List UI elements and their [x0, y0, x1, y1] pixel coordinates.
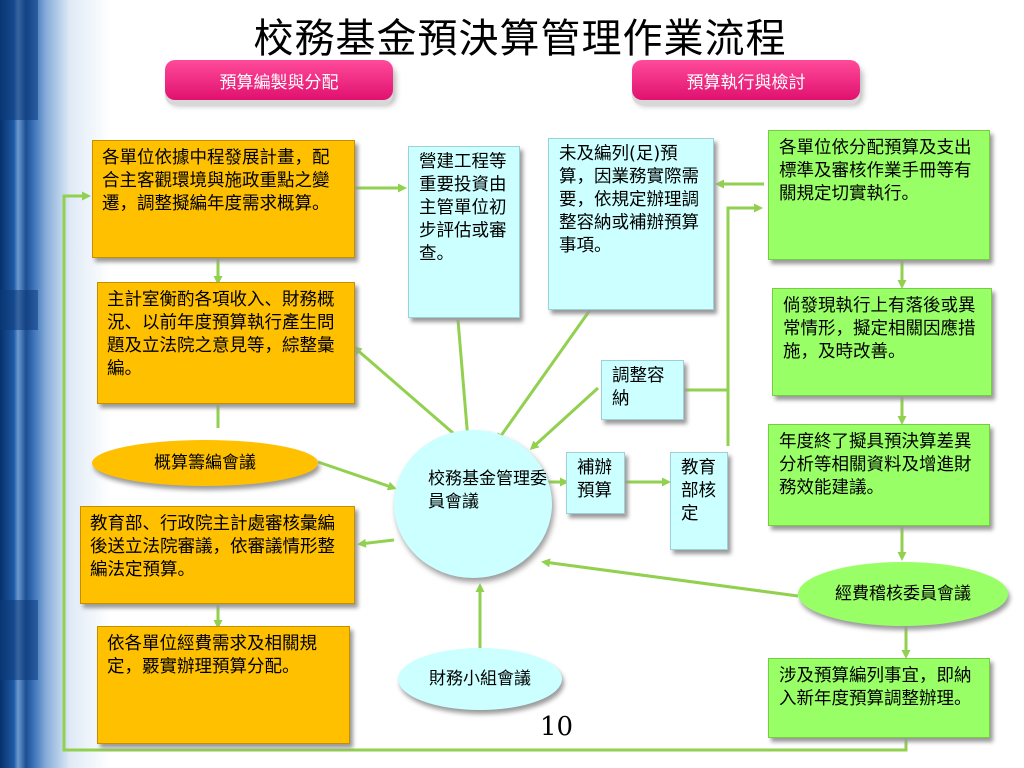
arrow-circle-to-left2 [352, 346, 469, 448]
arrow-meeting-to-circle [317, 460, 397, 491]
step-accounting-compile: 主計室衡酌各項收入、財務概況、以前年度預算執行產生問題及立法院之意見等，綜整彙編… [97, 282, 355, 404]
step-corrective-measures: 倘發現執行上有落後或異常情形，擬定相關因應措施，及時改善。 [772, 288, 992, 396]
header-budget-execution: 預算執行與檢討 [632, 60, 860, 100]
step-moe-approval: 教育部核定 [670, 452, 728, 550]
step-new-year-adjustment: 涉及預算編列事宜，即納入新年度預算調整辦理。 [768, 658, 990, 738]
meeting-budget-planning: 概算籌編會議 [92, 440, 318, 486]
arrow-unbudgeted-to-circle [496, 309, 592, 443]
meeting-audit-committee: 經費稽核委員會議 [798, 562, 1008, 626]
step-review-legislature: 教育部、行政院主計處審核彙編後送立法院審議，依審議情形整編法定預算。 [80, 506, 355, 604]
step-unbudgeted-items: 未及編列(足)預算，因業務實際需要，依規定辦理調整容納或補辦預算事項。 [548, 138, 714, 310]
step-year-end-analysis: 年度終了擬具預決算差異分析等相關資料及增進財務效能建議。 [768, 424, 990, 526]
meeting-finance-group: 財務小組會議 [398, 648, 562, 710]
arrow-audit-to-circle [541, 558, 799, 598]
arrow-construction-to-circle [456, 319, 472, 443]
arrow-adjust-to-circle [529, 386, 600, 451]
page-number: 10 [540, 712, 574, 742]
step-adjust-accommodate: 調整容納 [601, 360, 684, 420]
step-supplement-budget: 補辦預算 [566, 452, 625, 514]
step-execute-budget: 各單位依分配預算及支出標準及審核作業手冊等有關規定切實執行。 [768, 130, 990, 260]
step-unit-budget-request: 各單位依據中程發展計畫，配合主客觀環境與施政重點之變遷，調整擬編年度需求概算。 [92, 140, 355, 258]
header-budget-preparation: 預算編製與分配 [165, 60, 393, 100]
step-construction-review: 營建工程等重要投資由主管單位初步評估或審查。 [408, 146, 520, 318]
step-budget-allocation: 依各單位經費需求及相關規定，覈實辦理預算分配。 [97, 626, 350, 744]
arrow-circle-to-left3 [357, 538, 395, 548]
page-title: 校務基金預決算管理作業流程 [253, 16, 787, 62]
meeting-endowment-committee: 校務基金管理委員會議 [394, 430, 552, 578]
line-moe-up-right [726, 203, 763, 446]
feedback-loop-line [62, 191, 908, 752]
